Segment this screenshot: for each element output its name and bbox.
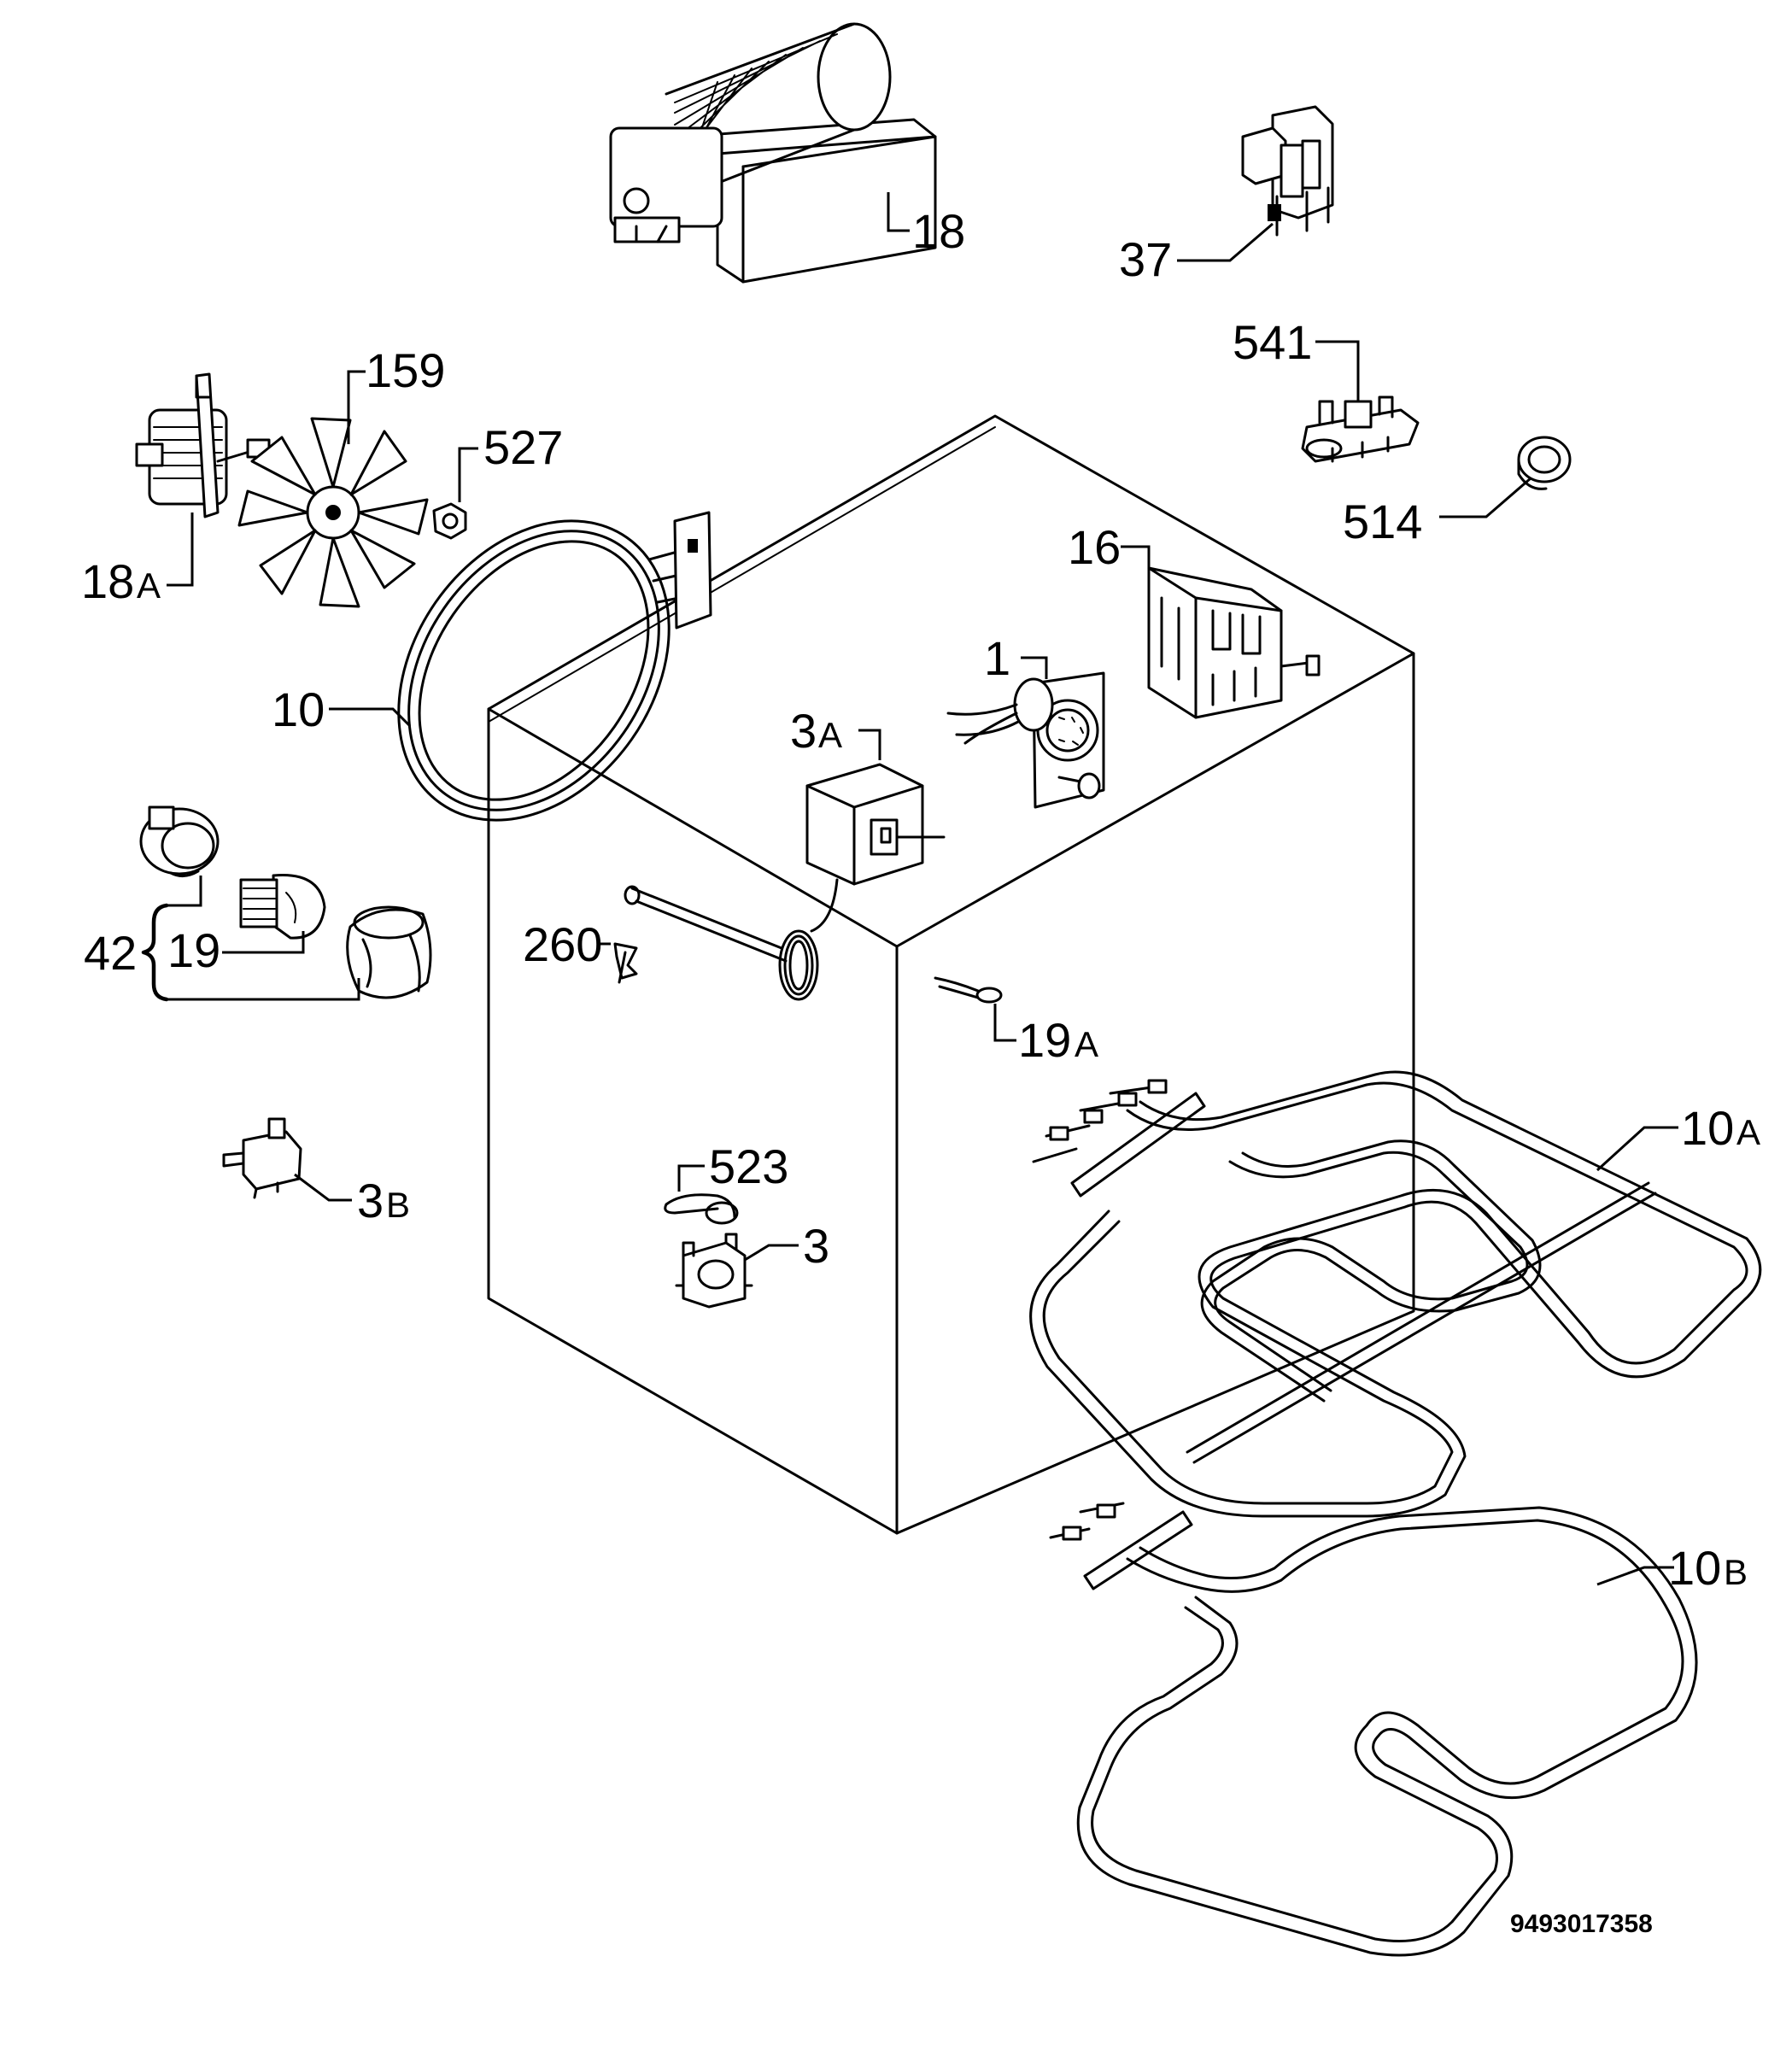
part-18-leader <box>887 192 910 232</box>
part-1-timer <box>946 671 1105 809</box>
part-42-lamp-cover <box>346 905 432 999</box>
label-18a-suffix: A <box>137 565 161 606</box>
label-1: 1 <box>984 631 1010 685</box>
label-19a-num: 19 <box>1018 1013 1071 1067</box>
label-16: 16 <box>1068 520 1121 574</box>
document-number: 9493017358 <box>1510 1910 1653 1938</box>
part-10-leader <box>329 707 412 728</box>
part-42-lamp-holder <box>139 805 220 877</box>
oven-cavity-box <box>487 414 1415 1535</box>
label-19: 19 <box>167 923 220 977</box>
label-19a-suffix: A <box>1075 1024 1098 1064</box>
part-18-tangential-fan <box>609 22 937 284</box>
label-3a-suffix: A <box>818 715 842 755</box>
part-19-lamp-bulb <box>239 873 326 940</box>
part-3-door-thermostat <box>675 1233 753 1309</box>
label-10a-suffix: A <box>1736 1112 1760 1152</box>
part-37-terminal-block <box>1241 105 1334 237</box>
part-18a-leader <box>167 512 194 587</box>
part-527-nut <box>432 502 467 540</box>
label-3: 3 <box>803 1219 829 1273</box>
label-527: 527 <box>483 420 563 474</box>
label-10a-num: 10 <box>1681 1101 1734 1155</box>
part-514-grommet <box>1517 436 1572 490</box>
part-10b-leader <box>1596 1566 1674 1586</box>
label-514: 514 <box>1343 495 1422 548</box>
label-159: 159 <box>366 343 445 397</box>
label-18a-num: 18 <box>81 554 134 608</box>
part-527-leader <box>458 447 478 502</box>
part-10b-bottom-heating-element <box>1049 1502 1698 1957</box>
part-16-leader <box>1121 545 1151 568</box>
label-10b-num: 10 <box>1668 1541 1721 1595</box>
label-523: 523 <box>709 1139 788 1193</box>
label-37: 37 <box>1119 232 1172 286</box>
part-19a-leader <box>993 1004 1016 1042</box>
part-3a-thermostat <box>624 763 946 1001</box>
label-541: 541 <box>1233 315 1312 369</box>
label-3b-num: 3 <box>357 1174 384 1227</box>
part-541-door-switch <box>1301 395 1420 463</box>
part-3a-leader <box>858 729 881 760</box>
part-3b-safety-thermostat <box>222 1117 302 1199</box>
label-10b-suffix: B <box>1724 1552 1748 1592</box>
part-159-leader <box>347 370 366 444</box>
label-3b-suffix: B <box>386 1185 410 1225</box>
part-19a-lamp-connector <box>934 976 1003 1004</box>
label-18: 18 <box>912 204 965 258</box>
part-3-leader <box>744 1244 799 1262</box>
part-16-function-selector <box>1147 566 1321 719</box>
part-10a-leader <box>1596 1126 1678 1172</box>
label-42: 42 <box>84 926 137 980</box>
part-523-leader <box>677 1164 705 1192</box>
part-37-leader <box>1177 222 1274 262</box>
label-260: 260 <box>523 917 602 971</box>
part-523-cable-clip <box>664 1193 739 1225</box>
part-42-group-leaders <box>141 876 360 1002</box>
part-514-leader <box>1439 477 1531 518</box>
part-260-clip <box>613 942 638 984</box>
part-10a-top-grill-element <box>1029 1070 1762 1518</box>
label-3a-num: 3 <box>790 704 817 758</box>
part-3b-leader <box>294 1173 352 1202</box>
part-1-leader <box>1021 656 1048 679</box>
part-541-leader <box>1315 340 1360 401</box>
part-10-ring-heating-element <box>397 511 712 822</box>
label-10: 10 <box>272 682 325 736</box>
part-159-fan-impeller <box>237 417 429 608</box>
